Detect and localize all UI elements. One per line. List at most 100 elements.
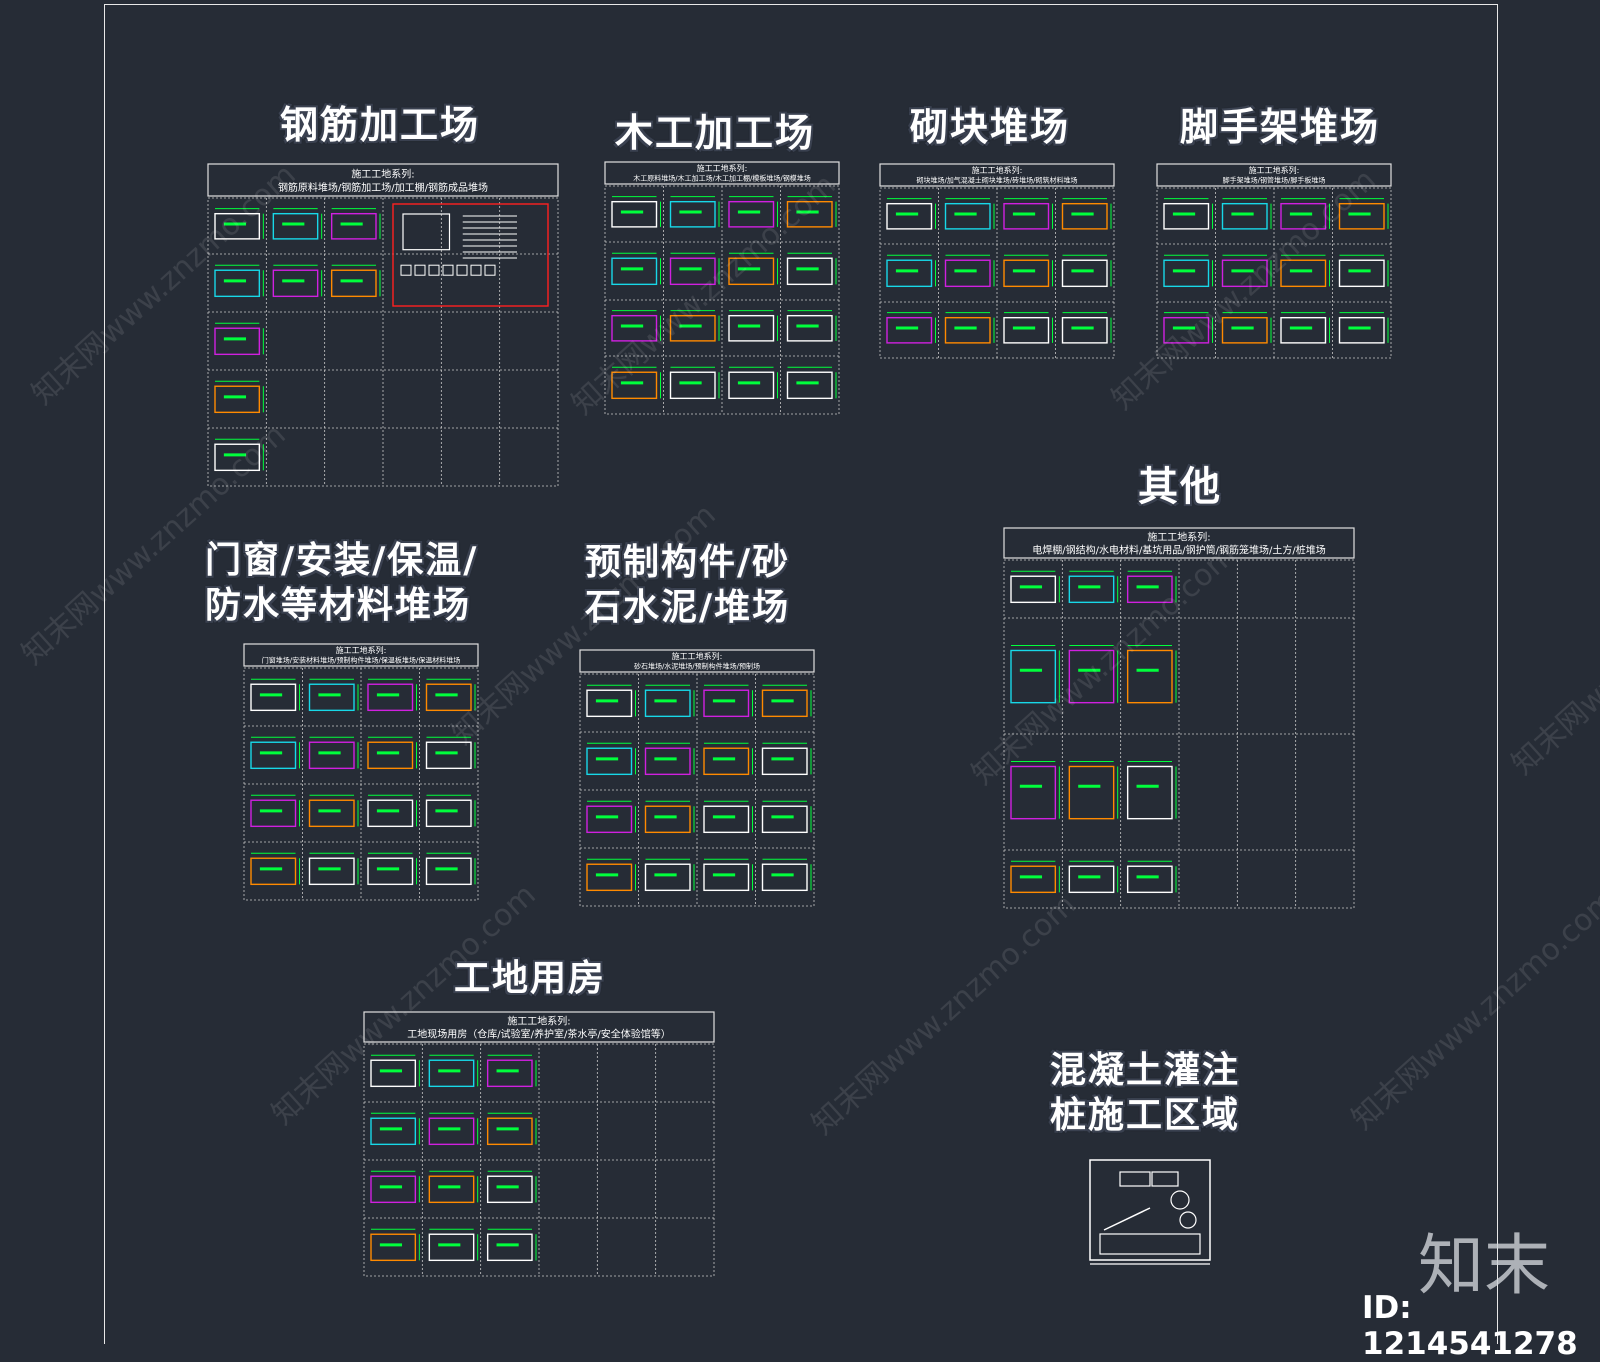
title-doors-line1: 门窗/安装/保温/ [205,540,479,581]
cad-block-symbol [761,805,808,834]
sheet-header-box [1003,527,1355,559]
cad-label-bar [496,1185,519,1189]
cad-label-bar [595,699,619,703]
title-doors-windows: 门窗/安装/保温/ 防水等材料堆场 [205,538,515,628]
cad-block-symbol [786,371,833,400]
cad-label-bar [1231,212,1254,216]
cad-label-bar [620,324,644,328]
sheet-header-line2: 门窗堆场/安装材料堆场/预制构件堆场/保温板堆场/保温材料堆场 [262,656,460,665]
cad-label-bar [771,757,794,761]
title-prefab-line2: 石水泥/堆场 [585,587,791,628]
cad-label-bar [737,210,761,214]
sheet-grids [207,185,1392,1277]
cad-block-symbol [367,741,414,770]
cad-small-block [442,264,454,276]
sheet-header-line1: 施工工地系列: [972,165,1023,175]
cad-label-bar [1348,269,1371,273]
cad-label-bar [376,751,400,755]
cad-label-bar [259,809,283,813]
cad-label-bar [679,210,702,214]
cad-label-bar [259,867,283,871]
cad-small-block [470,264,482,276]
cad-label-bar [654,757,677,761]
cad-small-block [484,264,496,276]
cad-label-bar [1348,326,1371,330]
cad-label-bar [620,210,644,214]
cad-label-bar [223,279,247,283]
cad-block-symbol [586,805,633,834]
cad-label-bar [1136,585,1159,589]
cad-label-bar [376,867,400,871]
cad-block-symbol [214,443,261,472]
cad-label-bar [1012,212,1036,216]
sheet-header-box [1156,163,1392,187]
cad-label-bar [282,279,305,283]
cad-block-symbol [669,314,716,342]
pile-drawing-drum [1179,1211,1197,1229]
cad-block-symbol [611,371,658,400]
cad-block-symbol [425,741,472,770]
cad-label-bar [1019,875,1043,879]
cad-label-bar [712,873,736,877]
cad-block-symbol [728,200,775,228]
cad-label-bar [379,1069,403,1073]
cad-block-symbol [214,327,261,356]
cad-block-symbol [370,1117,417,1146]
cad-label-bar [379,1243,403,1247]
cad-block-symbol [1280,259,1327,288]
cad-block-symbol [611,314,658,342]
cad-label-bar [595,873,619,877]
cad-label-bar [1078,585,1101,589]
cad-label-bar [1231,326,1254,330]
sheet-header-box [879,163,1115,187]
cad-label-bar [376,693,400,697]
cad-label-bar [1078,784,1101,788]
cad-label-bar [895,269,919,273]
cad-block-symbol [1010,865,1057,894]
cad-block-symbol [1068,765,1115,820]
cad-label-bar [954,269,977,273]
title-others: 其他 [1138,464,1222,510]
cad-label-bar [318,867,341,871]
sheet-header-line2: 脚手架堆场/钢管堆场/脚手板堆场 [1223,176,1326,185]
cad-label-bar [895,326,919,330]
cad-block-symbol [1163,259,1210,288]
cad-block-symbol [761,689,808,718]
title-prefab: 预制构件/砂 石水泥/堆场 [585,540,820,630]
sheet-header-line2: 木工原料堆场/木工加工场/木工加工棚/模板堆场/钢模堆场 [633,174,810,183]
cad-block-symbol [486,1233,533,1262]
cad-label-bar [737,381,761,385]
cad-block-symbol [486,1175,533,1204]
cad-label-bar [712,815,736,819]
cad-block-symbol [586,863,633,892]
cad-block-symbol [1280,316,1327,344]
cad-block-symbol [308,683,355,712]
cad-block-symbol [1003,202,1050,230]
cad-block-symbol [586,747,633,776]
cad-block-symbol [330,212,377,240]
cad-block-symbol [1068,865,1115,894]
cad-label-bar [1348,212,1371,216]
cad-block-symbol [669,371,716,400]
cad-label-bar [771,873,794,877]
cad-label-bar [379,1185,403,1189]
cad-label-bar [679,267,702,271]
cad-block-symbol [428,1233,475,1262]
sheet-header-box [604,161,840,185]
cad-block-symbol [428,1059,475,1088]
sheet-header-line1: 施工工地系列: [697,163,748,173]
cad-label-bar [1078,668,1101,672]
cad-block-symbol [669,200,716,228]
title-pile-line1: 混凝土灌注 [1049,1050,1240,1091]
cad-block-symbol [1221,259,1268,288]
cad-block-symbol [1221,316,1268,344]
cad-label-bar [435,809,458,813]
cad-block-symbol [786,314,833,342]
asset-id-label: ID: 1214541278 [1362,1290,1578,1362]
cad-block-symbol [1338,202,1385,230]
cad-label-bar [282,222,305,226]
sheet-header-line1: 施工工地系列: [351,167,414,180]
cad-label-bar [1071,326,1094,330]
cad-label-bar [1071,269,1094,273]
cad-block-symbol [308,741,355,770]
